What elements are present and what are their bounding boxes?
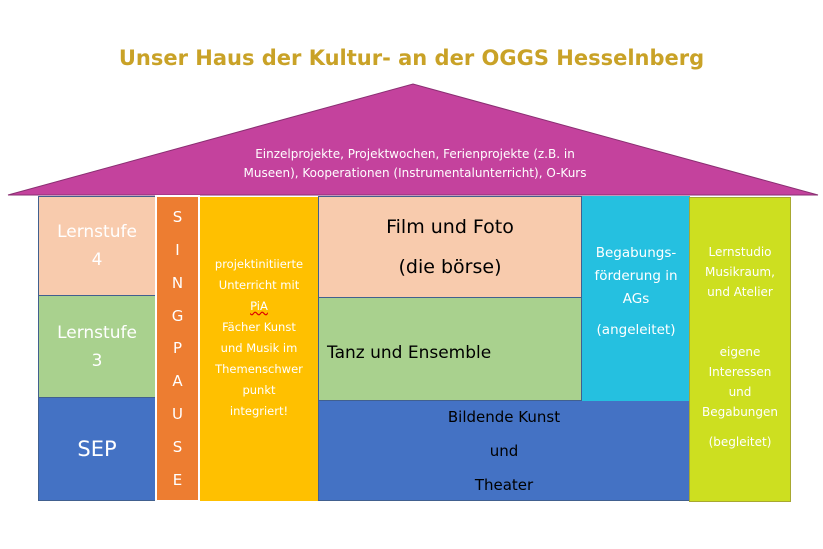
label: Lernstufe [57,222,137,242]
text: Lernstudio [708,245,772,259]
roof-line: Museen), Kooperationen (Instrumentalunte… [243,166,587,180]
text: und Musik im [220,341,298,355]
text: Tanz und Ensemble [327,343,492,363]
tanz-box: Tanz und Ensemble [318,297,582,401]
roof-text: Einzelprojekte, Projektwochen, Ferienpro… [200,145,630,183]
text: und [728,385,752,399]
text: Musikraum, [705,265,775,279]
text: integriert! [229,404,289,418]
text: (die börse) [398,256,502,278]
text: eigene [719,345,761,359]
text: Bildende Kunst [447,407,561,426]
label: Lernstufe [57,322,137,343]
text: und [489,441,519,460]
text: Fächer Kunst [222,320,296,334]
letter: P [172,339,183,358]
text: Interessen [708,365,772,379]
letter: S [172,208,183,227]
label: 4 [91,250,103,270]
letter: U [172,404,183,423]
text: förderung in [594,268,678,284]
letter: S [172,437,183,456]
text: (begleitet) [708,435,772,449]
letter: N [171,273,184,292]
roof [7,83,819,196]
lernstufe-3-box: Lernstufe 3 [38,295,156,398]
letter: I [175,241,180,260]
sep-box: SEP [38,397,156,501]
label: 3 [91,350,103,371]
text: Themenschwer [215,362,303,376]
letter: A [172,372,183,391]
text: projektinitiierte [214,257,304,271]
text: Begabungen [701,405,779,419]
text: Begabungs- [595,245,677,261]
roof-line: Einzelprojekte, Projektwochen, Ferienpro… [255,147,575,161]
begabung-box: Begabungs-förderung in AGs (angeleitet) [582,196,690,401]
text: (angeleitet) [596,322,676,338]
lernstufe-4-box: Lernstufe 4 [38,196,156,296]
label: SEP [77,437,117,461]
text: und Atelier [707,285,773,299]
text: Theater [474,475,534,494]
film-box: Film und Foto (die börse) [318,196,582,298]
text: punkt [242,383,276,397]
page-title: Unser Haus der Kultur- an der OGGS Hesse… [118,46,705,70]
text: Unterricht mit [218,278,300,292]
text: AGs [622,291,650,307]
text: PiA [250,299,268,313]
text: Film und Foto [386,216,514,238]
letter: G [171,306,184,325]
letter: E [172,470,183,489]
